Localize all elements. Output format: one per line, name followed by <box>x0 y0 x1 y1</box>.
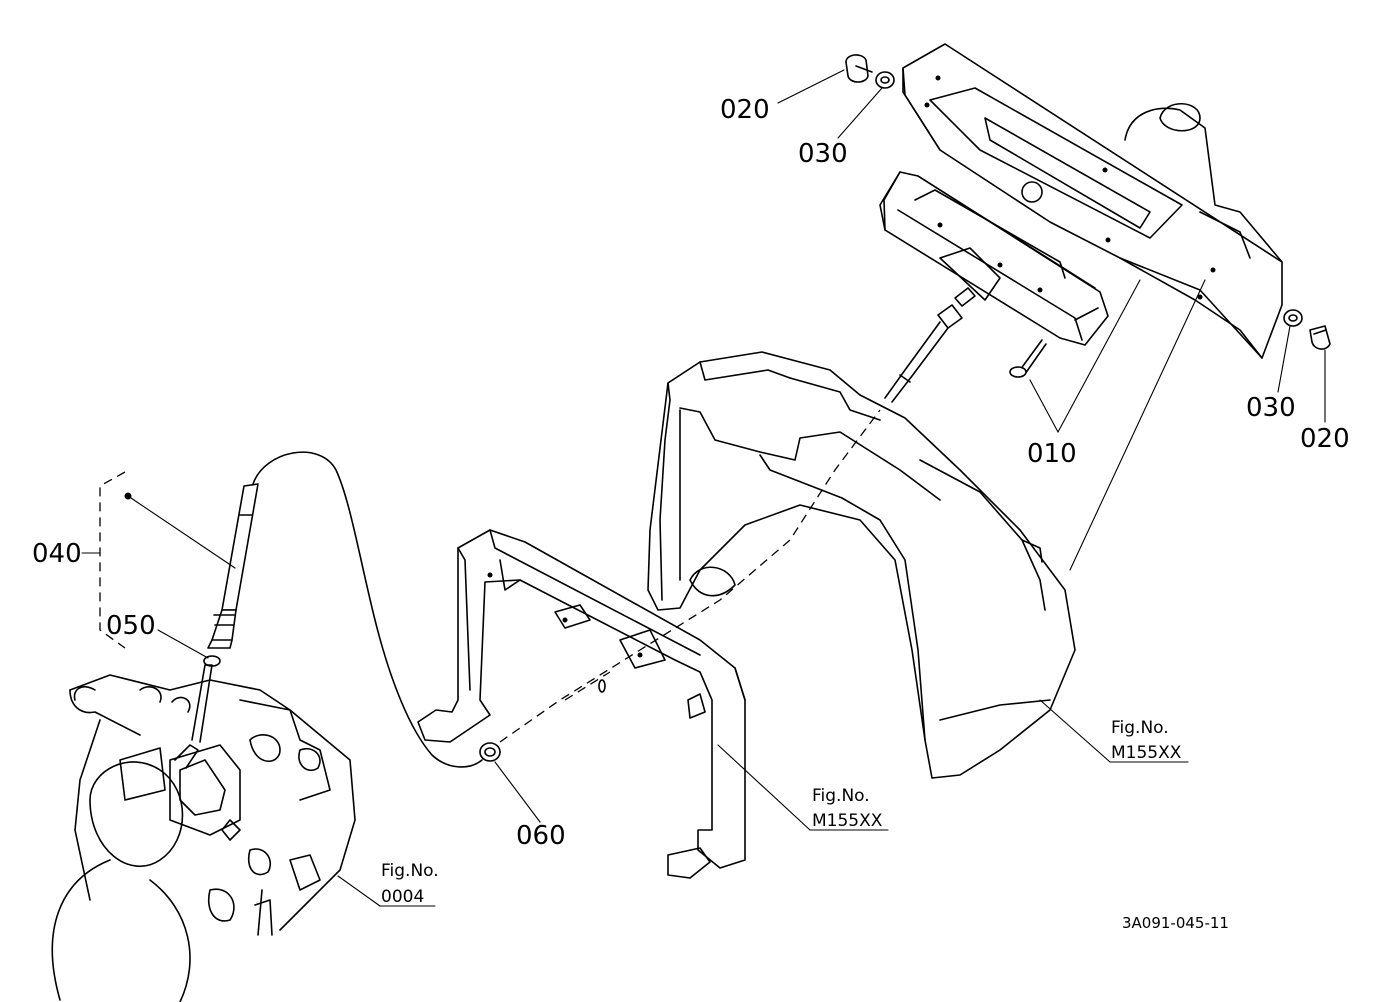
front-frame <box>417 529 746 879</box>
frame-fig-label: Fig.No. <box>812 786 870 806</box>
frame-fig-number: M155XX <box>812 811 883 831</box>
trans-fig-number: 0004 <box>381 887 424 907</box>
trans-fig-label: Fig.No. <box>381 861 439 881</box>
label-050: 050 <box>106 611 156 641</box>
instrument-panel-cover <box>902 43 1283 359</box>
cable-assembly <box>207 483 259 649</box>
grommet <box>479 742 501 762</box>
label-060: 060 <box>516 821 566 851</box>
washer-030-top <box>875 71 895 89</box>
label-030-right: 030 <box>1246 393 1296 423</box>
instrument-cluster <box>879 171 1109 378</box>
drawing-id: 3A091-045-11 <box>1122 914 1229 932</box>
bolt-020-top <box>845 54 873 83</box>
label-040: 040 <box>32 539 82 569</box>
label-030-top: 030 <box>798 139 848 169</box>
speedometer-cable <box>252 409 881 768</box>
label-010: 010 <box>1027 439 1077 469</box>
transmission-case <box>51 664 356 1002</box>
label-020-right: 020 <box>1300 424 1350 454</box>
leader-lines <box>157 69 1326 907</box>
cable-head-upper <box>884 287 976 403</box>
washer-030-right <box>1283 309 1303 327</box>
front-hood <box>647 351 1076 779</box>
hood-fig-number: M155XX <box>1111 743 1182 763</box>
bolt-020-right <box>1309 325 1331 350</box>
label-020-top: 020 <box>720 95 770 125</box>
bracket-040 <box>81 471 236 649</box>
hood-fig-label: Fig.No. <box>1111 718 1169 738</box>
